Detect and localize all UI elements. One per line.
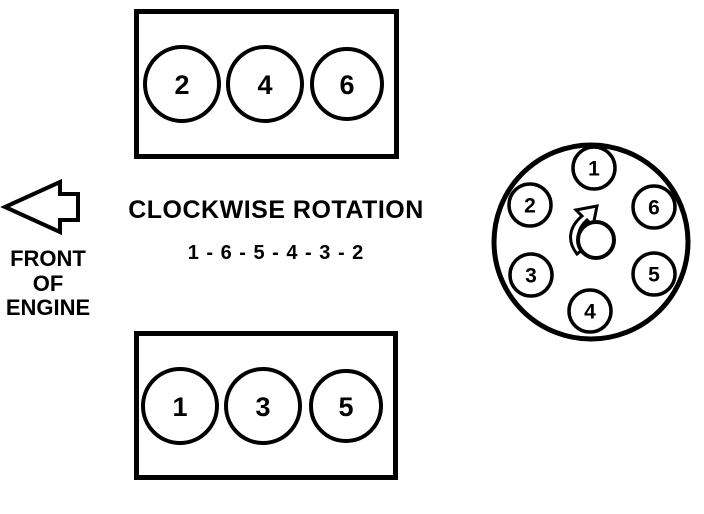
distributor-terminal-2 <box>507 182 553 228</box>
cylinder-circle-4 <box>226 45 304 123</box>
top-bank-outline <box>134 9 399 159</box>
rotor-group <box>569 204 616 260</box>
cylinder-circle-6 <box>310 47 384 121</box>
top-bank-group: 2 4 6 <box>134 9 399 159</box>
distributor-terminal-label-4: 4 <box>584 301 596 324</box>
front-of-engine-line-3: ENGINE <box>5 295 91 321</box>
firing-order-text: 1 - 6 - 5 - 4 - 3 - 2 <box>187 242 365 264</box>
cylinder-circle-1 <box>141 367 219 445</box>
distributor-terminal-4 <box>567 288 613 334</box>
front-of-engine-line-2: OF <box>32 270 64 296</box>
distributor-terminal-label-6: 6 <box>648 197 660 220</box>
distributor-terminal-1 <box>571 145 617 191</box>
cylinder-circle-5 <box>309 369 383 443</box>
distributor-terminal-5 <box>631 251 677 297</box>
distributor-cap-group: 1 2 3 4 5 6 <box>491 142 691 342</box>
front-of-engine-label: FRONT OF ENGINE <box>0 246 96 321</box>
distributor-terminal-label-5: 5 <box>648 264 660 287</box>
cylinder-label-1: 1 <box>172 392 187 422</box>
cylinder-label-6: 6 <box>339 70 354 100</box>
rotor-circle <box>576 220 616 260</box>
rotation-title: CLOCKWISE ROTATION <box>128 196 424 224</box>
cylinder-label-5: 5 <box>338 392 353 422</box>
distributor-terminal-6 <box>631 184 677 230</box>
front-of-engine-arrow-group <box>0 178 80 236</box>
distributor-terminal-label-3: 3 <box>525 265 537 288</box>
left-arrow-icon <box>0 178 80 236</box>
bottom-bank-group: 1 3 5 <box>134 331 398 480</box>
distributor-terminal-3 <box>508 252 554 298</box>
cylinder-label-2: 2 <box>174 70 189 100</box>
cylinder-circle-3 <box>224 367 302 445</box>
distributor-terminal-label-1: 1 <box>588 158 600 181</box>
cylinder-circle-2 <box>143 45 221 123</box>
front-of-engine-line-1: FRONT <box>10 246 86 271</box>
cylinder-label-3: 3 <box>255 392 270 422</box>
cylinder-label-4: 4 <box>257 70 272 100</box>
distributor-terminal-label-2: 2 <box>524 195 536 218</box>
bottom-bank-outline <box>134 331 398 480</box>
